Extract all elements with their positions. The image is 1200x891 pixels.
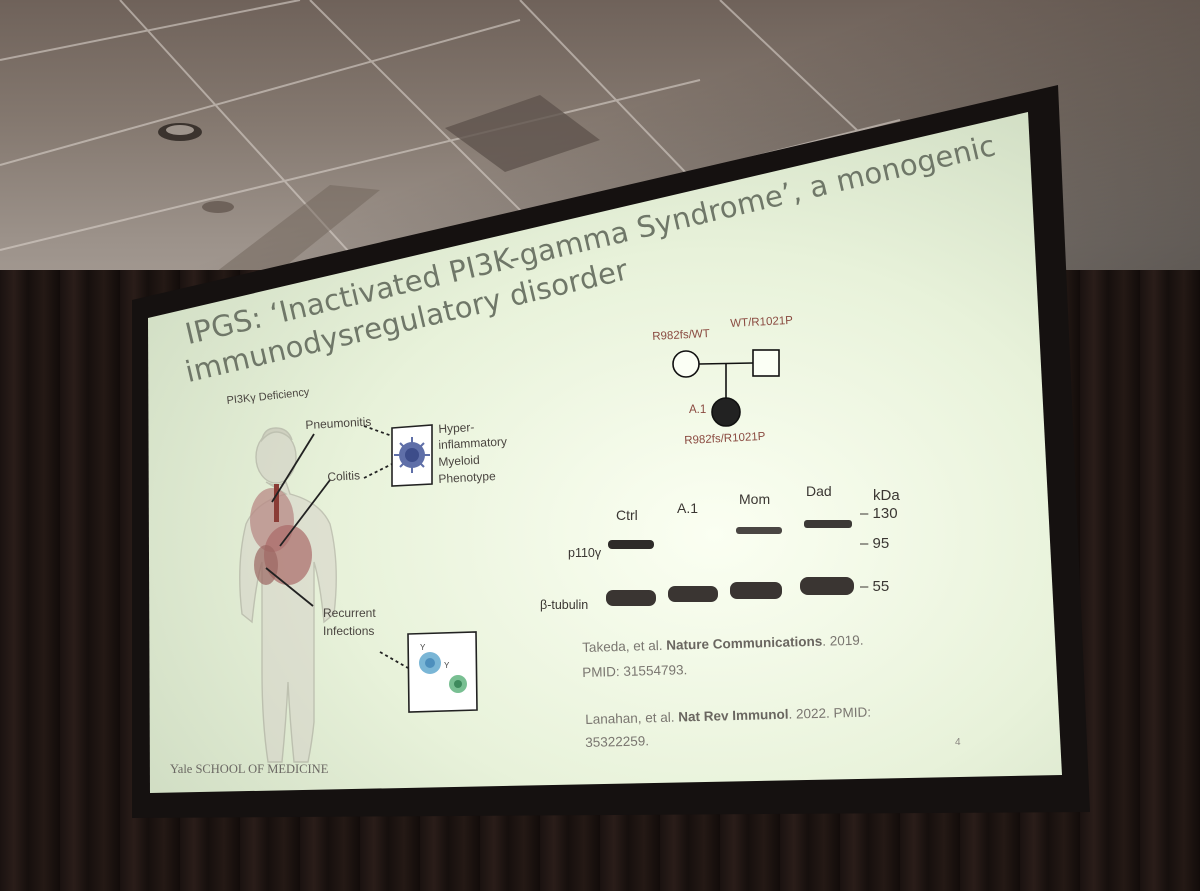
- reference-2-journal: Nat Rev Immunol: [678, 706, 789, 725]
- ceiling-vent: [445, 95, 600, 172]
- myeloid-cell-panel: [391, 424, 433, 487]
- label-infections: Infections: [323, 624, 375, 638]
- slide-title-line-1: IPGS: ‘Inactivated PI3K-gamma Syndrome’,…: [182, 128, 999, 352]
- svg-text:Y: Y: [420, 643, 426, 652]
- label-phenotype: Phenotype: [438, 468, 497, 486]
- label-colitis: Colitis: [327, 468, 361, 484]
- label-myeloid: Myeloid: [438, 452, 481, 469]
- lane-label-a1: A.1: [677, 500, 699, 516]
- lane-label-dad: Dad: [806, 483, 832, 499]
- pedigree-chart: [672, 349, 780, 427]
- organs-illustration: [250, 484, 312, 585]
- label-recurrent: Recurrent: [323, 606, 376, 620]
- reference-2-pmid: 35322259.: [585, 733, 650, 750]
- lane-label-mom: Mom: [739, 491, 771, 507]
- svg-text:Y: Y: [444, 661, 450, 670]
- row-label-tubulin: β-tubulin: [540, 598, 589, 612]
- ceiling-light: [202, 201, 234, 213]
- reference-1-pmid: PMID: 31554793.: [582, 662, 688, 680]
- reference-1-journal: Nature Communications: [666, 633, 823, 653]
- label-inflammatory: inflammatory: [438, 434, 508, 452]
- western-blot-bands: [606, 520, 854, 606]
- figure-heading: PI3Kγ Deficiency: [226, 386, 310, 407]
- marker-95: – 95: [860, 535, 890, 552]
- lane-label-ctrl: Ctrl: [616, 507, 638, 523]
- pedigree-father-genotype: WT/R1021P: [730, 314, 794, 330]
- pedigree-mother-genotype: R982fs/WT: [652, 327, 711, 343]
- reference-1: Takeda, et al. Nature Communications. 20…: [582, 632, 864, 655]
- page-number: 4: [955, 737, 961, 748]
- slide: [148, 112, 1062, 793]
- footer-institution: Yale SCHOOL OF MEDICINE: [170, 762, 329, 776]
- marker-130: – 130: [860, 505, 898, 522]
- pedigree-child-id: A.1: [689, 404, 707, 416]
- row-label-p110: p110γ: [568, 546, 602, 560]
- marker-55: – 55: [860, 578, 890, 595]
- pedigree-child: [711, 397, 741, 427]
- pedigree-father: [752, 349, 780, 377]
- label-hyper: Hyper-: [438, 420, 475, 436]
- reference-2: Lanahan, et al. Nat Rev Immunol. 2022. P…: [585, 704, 872, 727]
- label-pointers: [265, 425, 409, 669]
- label-pneumonitis: Pneumonitis: [305, 414, 372, 432]
- pedigree-child-genotype: R982fs/R1021P: [684, 430, 766, 447]
- infection-cells-panel: Y Y: [407, 631, 478, 713]
- kda-unit-label: kDa: [873, 487, 900, 504]
